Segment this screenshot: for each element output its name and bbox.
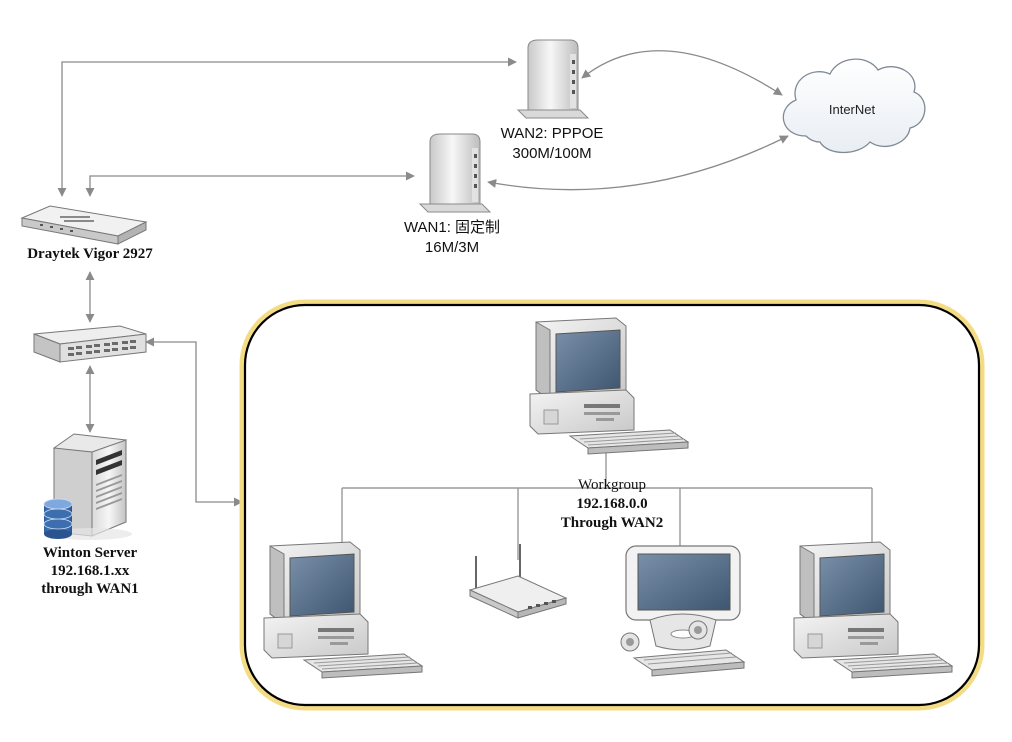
- workgroup-bus: [341, 440, 873, 560]
- server-label-line3: through WAN1: [41, 581, 138, 597]
- imac-computer-icon: [620, 545, 746, 677]
- wan1-modem-icon: [419, 133, 491, 213]
- wan1-label-line1: WAN1: 固定制: [404, 219, 500, 236]
- switch-icon: [33, 325, 147, 363]
- wan2-modem-icon: [517, 39, 589, 119]
- wan2-label-line2: 300M/100M: [512, 145, 591, 162]
- workgroup-label-line3: Through WAN2: [561, 515, 663, 531]
- wan2-label-line1: WAN2: PPPOE: [501, 125, 604, 142]
- database-icon: [43, 498, 73, 539]
- connector-lines: [57, 50, 789, 507]
- router-icon: [20, 205, 148, 245]
- internet-label: InterNet: [829, 102, 876, 117]
- server-label-line1: Winton Server: [43, 545, 138, 561]
- workgroup-box: [239, 299, 985, 711]
- workgroup-label-line1: Workgroup: [578, 477, 646, 493]
- server-label-line2: 192.168.1.xx: [51, 563, 130, 579]
- router-label: Draytek Vigor 2927: [27, 246, 153, 262]
- workgroup-label-line2: 192.168.0.0: [576, 496, 647, 512]
- wan1-label-line2: 16M/3M: [425, 239, 479, 256]
- wireless-router-icon: [468, 544, 568, 619]
- internet-cloud: InterNet: [782, 58, 926, 154]
